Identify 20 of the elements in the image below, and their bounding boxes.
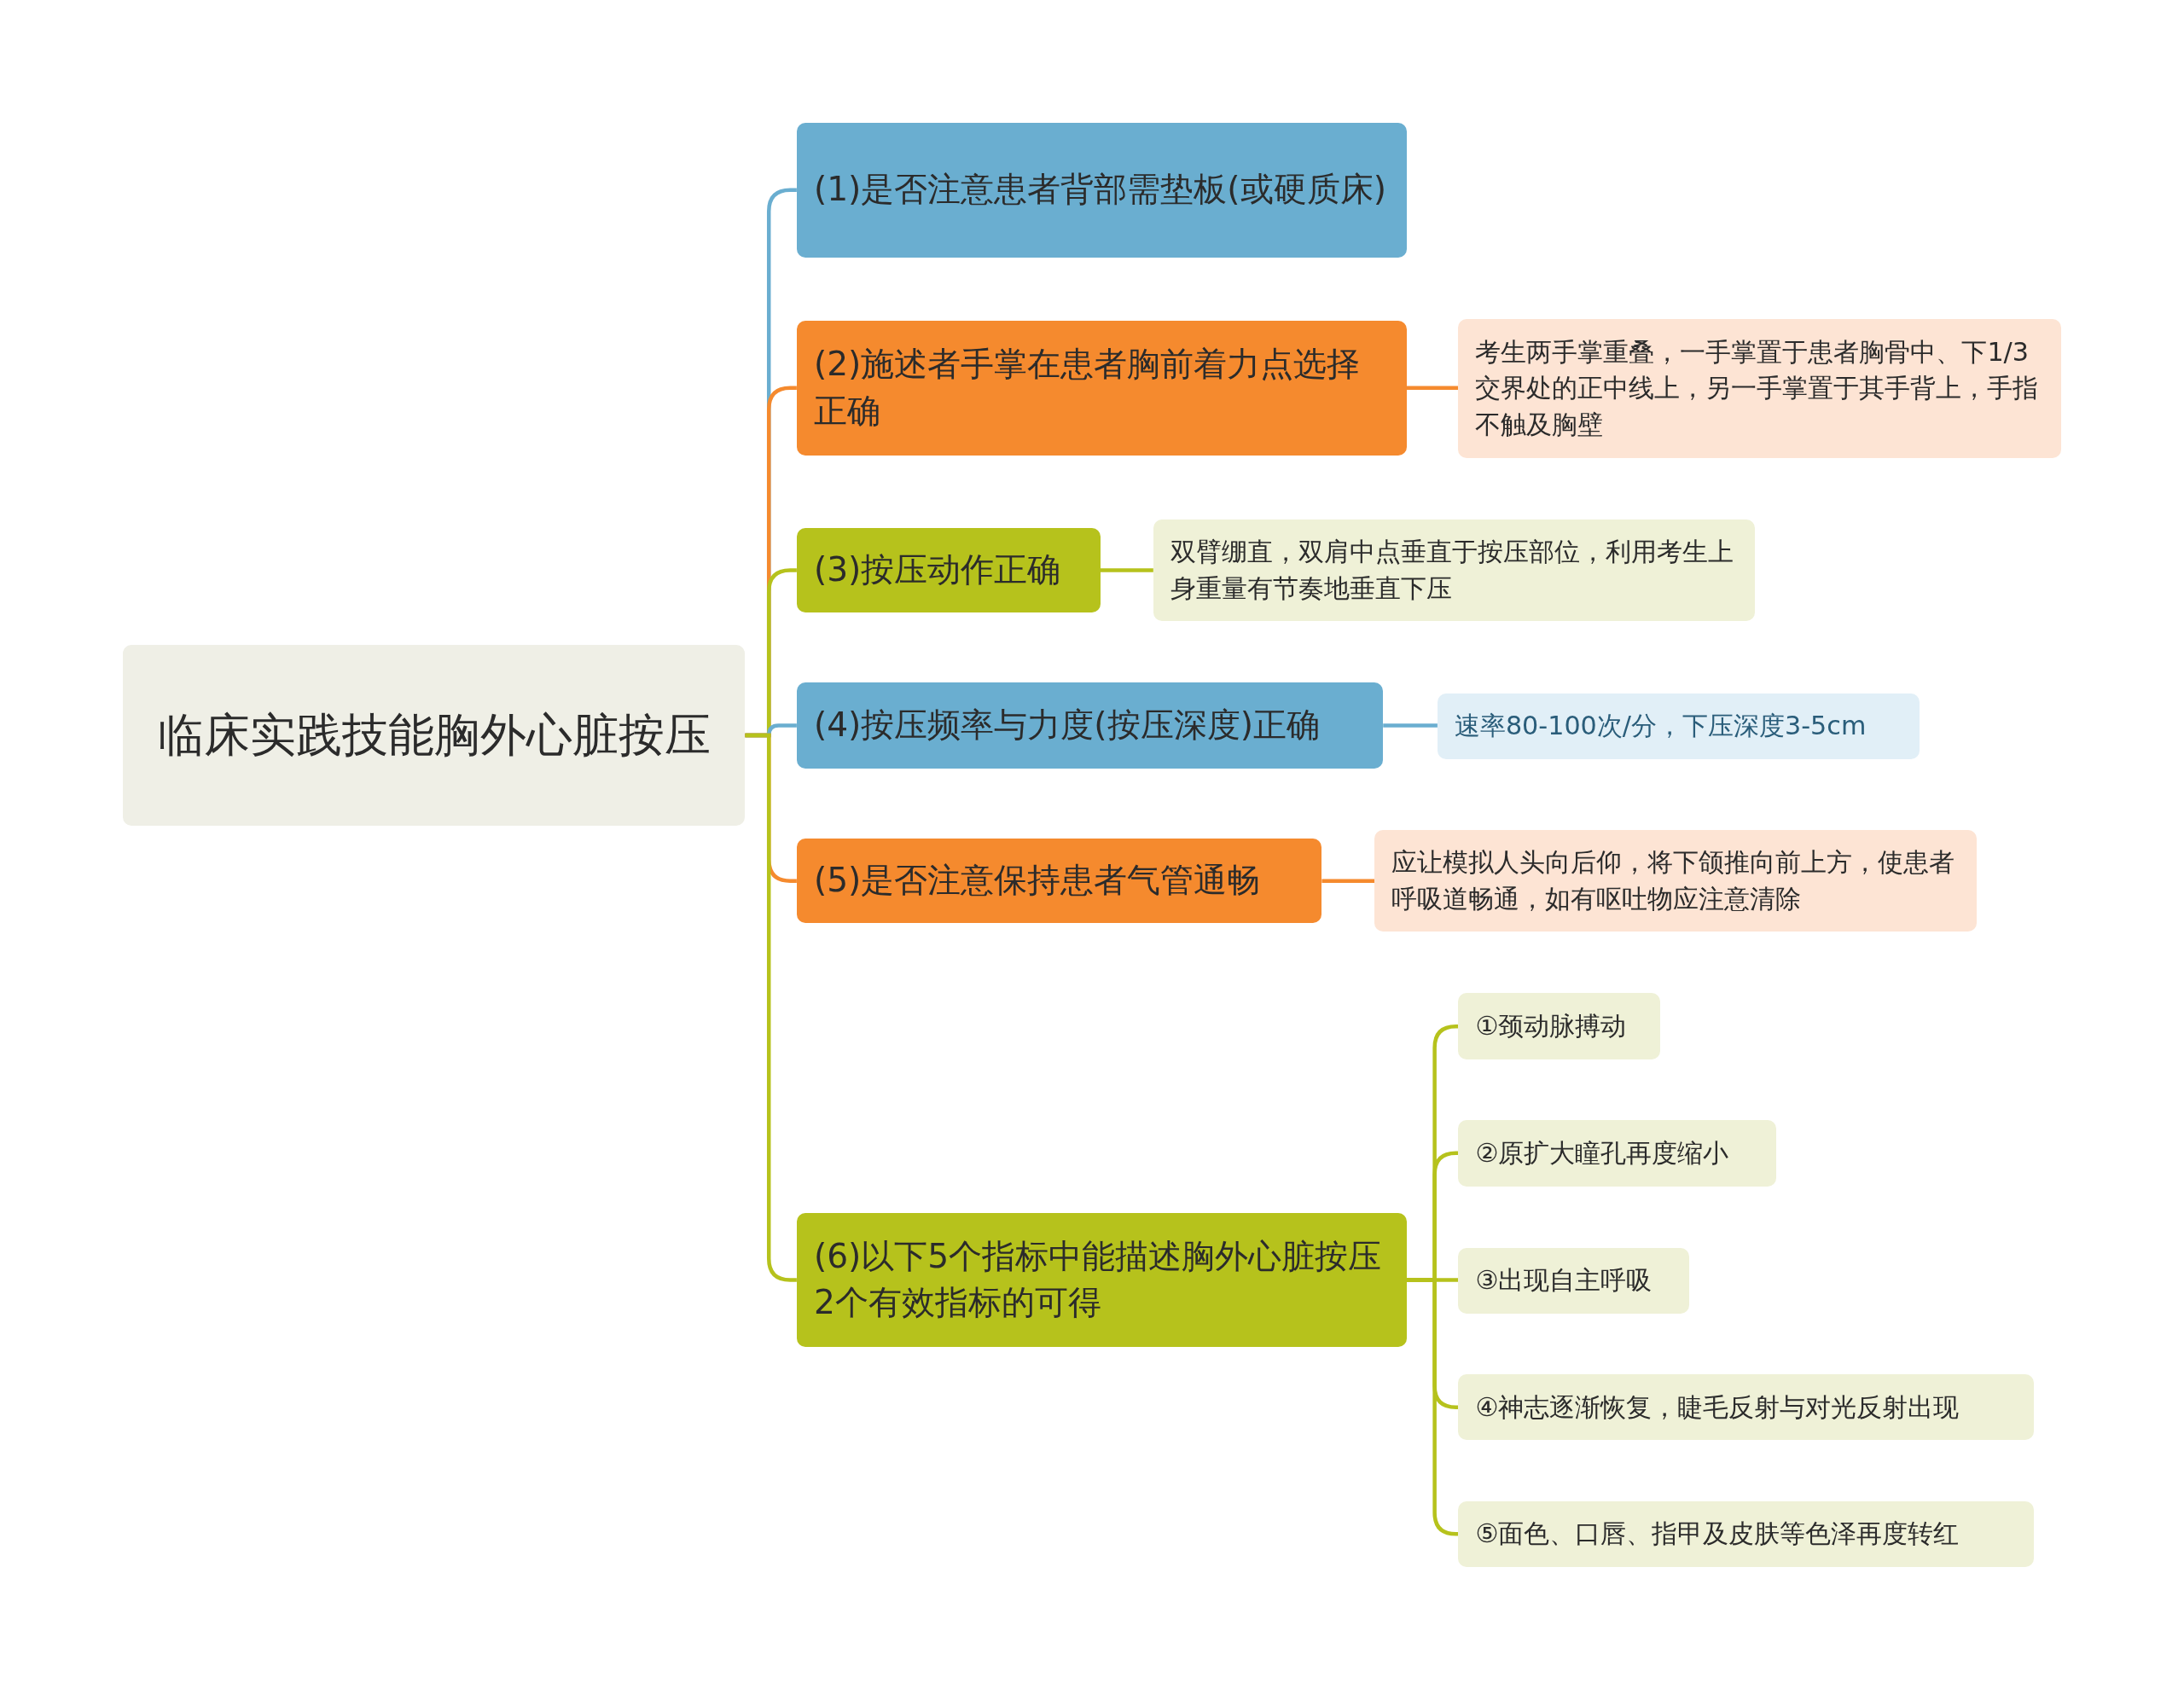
topic-box: (3)按压动作正确 (796, 527, 1101, 613)
item-box: ③出现自主呼吸 (1458, 1247, 1690, 1314)
topic-box: (5)是否注意保持患者气管通畅 (796, 838, 1322, 924)
detail-box: 速率80-100次/分，下压深度3-5cm (1437, 694, 1920, 759)
connector-line (1407, 386, 1459, 390)
item-box: ①颈动脉搏动 (1458, 993, 1661, 1060)
topic-box: (1)是否注意患者背部需垫板(或硬质床) (796, 122, 1407, 258)
connector-line (1100, 568, 1153, 572)
connector-line (1321, 879, 1375, 883)
item-box: ④神志逐渐恢复，睫毛反射与对光反射出现 (1458, 1374, 2034, 1441)
item-box: ②原扩大瞳孔再度缩小 (1458, 1119, 1776, 1187)
item-box: ⑤面色、口唇、指甲及皮肤等色泽再度转红 (1458, 1501, 2034, 1567)
topic-box: (4)按压频率与力度(按压深度)正确 (796, 682, 1384, 769)
connector-line (1383, 723, 1438, 728)
topic-box: (6)以下5个指标中能描述胸外心脏按压2个有效指标的可得 (796, 1213, 1407, 1347)
topic-box: (2)施述者手掌在患者胸前着力点选择正确 (796, 320, 1407, 456)
detail-box: 考生两手掌重叠，一手掌置于患者胸骨中、下1/3交界处的正中线上，另一手掌置于其手背上，手指不触及胸壁 (1458, 318, 2062, 459)
root-topic-box: 临床实践技能胸外心脏按压 (122, 644, 746, 827)
detail-box: 应让模拟人头向后仰，将下颌推向前上方，使患者呼吸道畅通，如有呕吐物应注意清除 (1374, 830, 1977, 932)
detail-box: 双臂绷直，双肩中点垂直于按压部位，利用考生上身重量有节奏地垂直下压 (1153, 519, 1756, 622)
